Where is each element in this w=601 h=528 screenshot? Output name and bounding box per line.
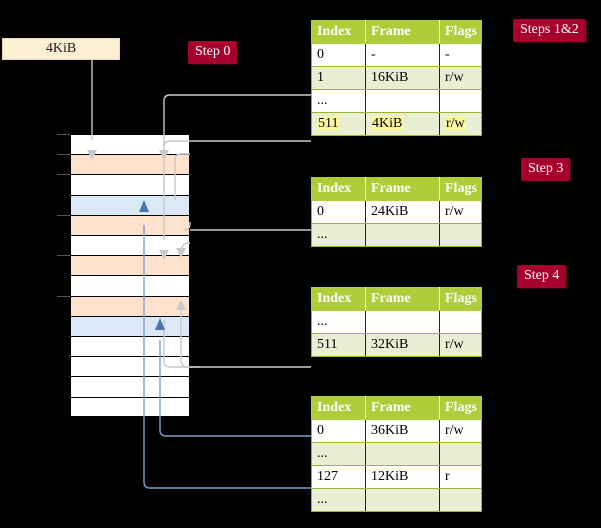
memory-frame-tick-1 (57, 154, 70, 156)
table-row: ... (311, 310, 482, 334)
step-pill-step-3: Step 3 (521, 158, 571, 181)
table-row: ... (311, 442, 482, 466)
memory-frame-5 (70, 235, 190, 256)
cell-flags (439, 442, 482, 466)
cell-index: 1 (311, 66, 366, 90)
cell-frame: 24KiB (365, 200, 440, 224)
column-header-frame: Frame (365, 177, 440, 201)
cell-index: ... (311, 310, 366, 334)
cell-flags: r (439, 465, 482, 489)
memory-frame-8 (70, 295, 190, 316)
memory-frame-9 (70, 315, 190, 336)
cell-index: 511 (311, 112, 366, 136)
memory-frame-tick-6 (57, 255, 70, 257)
cell-frame (365, 89, 440, 113)
column-header-frame: Frame (365, 396, 440, 420)
cell-flags (439, 310, 482, 334)
memory-frame-tick-4 (57, 214, 70, 216)
memory-frame-tick-8 (57, 295, 70, 297)
cell-flags: - (439, 43, 482, 67)
column-header-frame: Frame (365, 20, 440, 44)
highlighted-value: 511 (317, 116, 340, 131)
memory-frame-12 (70, 376, 190, 397)
cell-frame: 4KiB (365, 112, 440, 136)
highlighted-value: r/w (445, 116, 466, 131)
memory-frame-6 (70, 255, 190, 276)
table-row: ... (311, 89, 482, 113)
step-pill-step-4: Step 4 (517, 265, 567, 288)
step-pill-steps-1-2: Steps 1&2 (513, 19, 586, 42)
column-header-index: Index (311, 20, 366, 44)
memory-frame-1 (70, 154, 190, 175)
cell-flags (439, 89, 482, 113)
request-size-box: 4KiB (2, 38, 120, 60)
memory-frame-2 (70, 174, 190, 195)
cell-flags: r/w (439, 333, 482, 357)
cell-flags (439, 223, 482, 247)
cell-index: ... (311, 89, 366, 113)
cell-frame: 16KiB (365, 66, 440, 90)
column-header-flags: Flags (439, 287, 482, 311)
table-row: ... (311, 223, 482, 247)
column-header-flags: Flags (439, 177, 482, 201)
memory-frame-13 (70, 396, 190, 417)
cell-frame: 36KiB (365, 419, 440, 443)
column-header-frame: Frame (365, 287, 440, 311)
cell-frame (365, 310, 440, 334)
cell-index: 127 (311, 465, 366, 489)
request-size-label: 4KiB (45, 41, 77, 56)
column-header-flags: Flags (439, 20, 482, 44)
memory-frame-0 (70, 134, 190, 155)
memory-frame-4 (70, 214, 190, 235)
highlighted-value: 4KiB (371, 116, 404, 131)
cell-frame: - (365, 43, 440, 67)
cell-index: ... (311, 488, 366, 512)
cell-index: 511 (311, 333, 366, 357)
cell-flags: r/w (439, 66, 482, 90)
cell-frame (365, 488, 440, 512)
memory-frame-tick-0 (57, 134, 70, 135)
memory-frame-11 (70, 356, 190, 377)
column-header-flags: Flags (439, 396, 482, 420)
cell-flags: r/w (439, 419, 482, 443)
cell-flags: r/w (439, 200, 482, 224)
column-header-index: Index (311, 287, 366, 311)
cell-frame (365, 223, 440, 247)
cell-index: 0 (311, 43, 366, 67)
cell-flags: r/w (439, 112, 482, 136)
step-pill-step-0: Step 0 (188, 41, 238, 64)
cell-index: ... (311, 442, 366, 466)
column-header-index: Index (311, 396, 366, 420)
physical-memory-column (57, 134, 190, 417)
memory-frame-7 (70, 275, 190, 296)
cell-index: ... (311, 223, 366, 247)
memory-frame-3 (70, 194, 190, 215)
cell-index: 0 (311, 200, 366, 224)
table-row: 511 4KiB r/w (311, 112, 482, 136)
cell-frame: 32KiB (365, 333, 440, 357)
memory-frame-tick-2 (57, 174, 70, 176)
column-header-index: Index (311, 177, 366, 201)
cell-frame: 12KiB (365, 465, 440, 489)
table-row: ... (311, 488, 482, 512)
cell-frame (365, 442, 440, 466)
cell-flags (439, 488, 482, 512)
cell-index: 0 (311, 419, 366, 443)
memory-frame-10 (70, 336, 190, 357)
table-row: 0-- (311, 43, 482, 67)
